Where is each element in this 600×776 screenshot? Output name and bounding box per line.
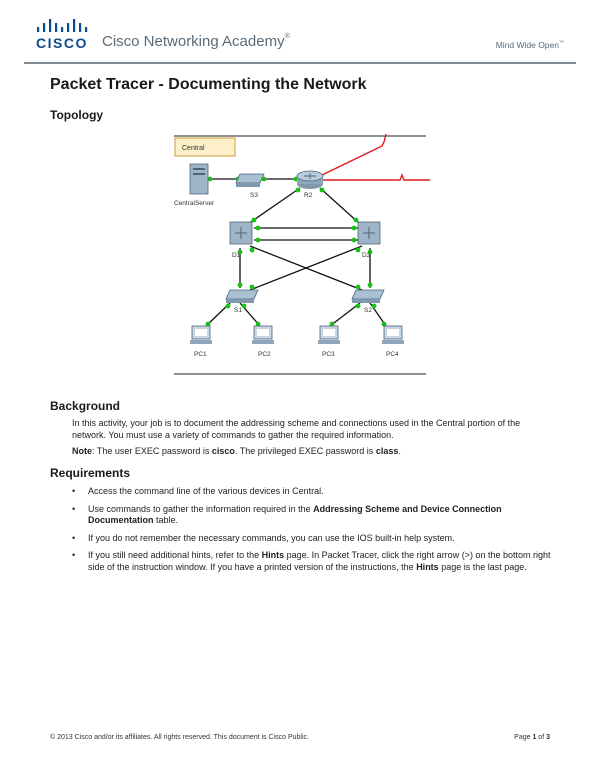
- central-server-icon: [189, 163, 209, 195]
- page-number: Page 1 of 3: [514, 734, 550, 741]
- link-status-dots: [205, 176, 387, 327]
- switch-s1-icon: [225, 289, 259, 303]
- d1-label: D1: [232, 252, 241, 259]
- note-paragraph: Note: The user EXEC password is cisco. T…: [72, 446, 401, 456]
- pc2-icon: [252, 325, 274, 344]
- pc3-label: PC3: [322, 351, 335, 358]
- background-heading: Background: [50, 399, 121, 413]
- area-label: Central: [182, 145, 205, 152]
- privileged-password: class: [375, 446, 399, 456]
- note-label: Note: [72, 446, 92, 456]
- background-paragraph: In this activity, your job is to documen…: [72, 418, 521, 440]
- requirement-item: If you do not remember the necessary com…: [72, 533, 552, 545]
- area-label-box: [174, 137, 236, 157]
- serial-link-right: [322, 173, 430, 181]
- multilayer-switch-d1-icon: [229, 221, 253, 245]
- serial-link-upper: [317, 133, 387, 178]
- switch-s3-icon: [235, 173, 265, 187]
- topology-heading: Topology: [50, 108, 104, 122]
- pc1-icon: [190, 325, 212, 344]
- router-r2-icon: [296, 170, 324, 189]
- pc1-label: PC1: [194, 351, 207, 358]
- router-r2-label: R2: [304, 192, 313, 199]
- cisco-logo: CISCO: [34, 18, 98, 52]
- header-rule: [24, 62, 576, 64]
- cisco-bars-icon: [37, 19, 88, 32]
- pc2-label: PC2: [258, 351, 271, 358]
- requirement-item: Use commands to gather the information r…: [72, 504, 552, 527]
- topology-diagram: Central: [174, 133, 430, 375]
- page-title: Packet Tracer - Documenting the Network: [50, 76, 367, 93]
- ethernet-links: [205, 178, 387, 327]
- pc3-icon: [318, 325, 340, 344]
- academy-name: Cisco Networking Academy®: [102, 33, 290, 50]
- requirement-item: If you still need additional hints, refe…: [72, 550, 552, 573]
- page-header: CISCO Cisco Networking Academy® Mind Wid…: [0, 0, 600, 62]
- requirement-item: Access the command line of the various d…: [72, 486, 552, 498]
- server-label: CentralServer: [174, 200, 215, 207]
- switch-s1-label: S1: [234, 307, 242, 314]
- requirements-list: Access the command line of the various d…: [72, 486, 552, 579]
- tagline: Mind Wide Open™: [495, 40, 564, 50]
- switch-s3-label: S3: [250, 192, 258, 199]
- pc4-label: PC4: [386, 351, 399, 358]
- pc4-icon: [382, 325, 404, 344]
- switch-s2-label: S2: [364, 307, 372, 314]
- switch-s2-icon: [351, 289, 385, 303]
- user-password: cisco: [211, 446, 235, 456]
- d2-label: D2: [362, 252, 371, 259]
- requirements-heading: Requirements: [50, 466, 131, 480]
- copyright-notice: © 2013 Cisco and/or its affiliates. All …: [50, 734, 309, 741]
- logo-wordmark: CISCO: [36, 35, 88, 51]
- multilayer-switch-d2-icon: [357, 221, 381, 245]
